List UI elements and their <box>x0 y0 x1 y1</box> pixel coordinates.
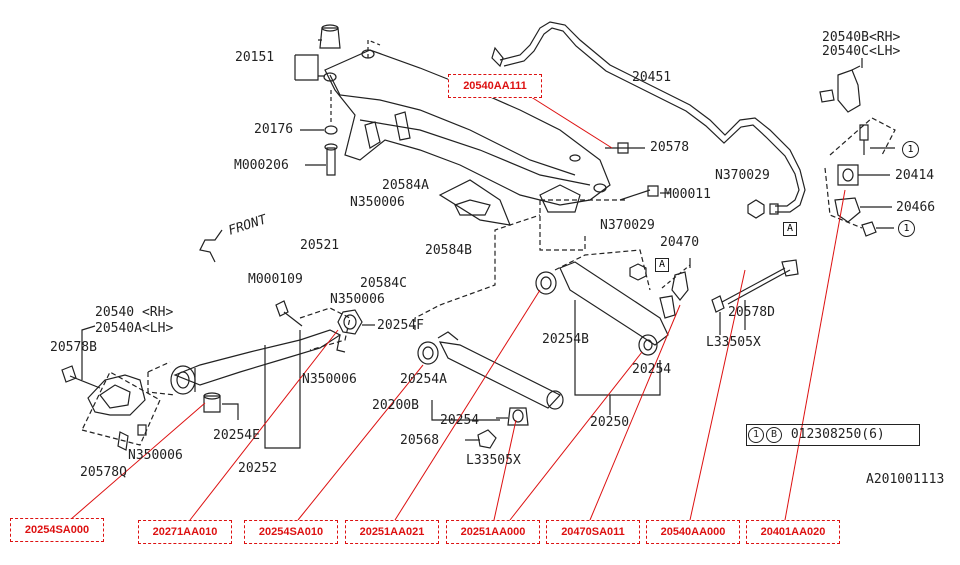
label-N350006-d: N350006 <box>128 448 183 463</box>
label-M000109: M000109 <box>248 272 303 287</box>
bracket-20540B <box>819 65 861 113</box>
label-M00011: M00011 <box>664 187 711 202</box>
label-M000206: M000206 <box>234 158 289 173</box>
legend-circle-icon: 1 <box>748 426 764 443</box>
part-number-20401AA020[interactable]: 20401AA020 <box>746 520 840 544</box>
marker-a-right: A <box>783 222 797 236</box>
label-20254-b: 20254 <box>632 362 672 377</box>
label-diagram-code: A201001113 <box>866 472 945 487</box>
label-20540B-rh: 20540B<RH> <box>822 30 901 45</box>
label-20470: 20470 <box>660 235 700 250</box>
label-L33505X-b: L33505X <box>706 335 761 350</box>
label-20254F: 20254F <box>377 318 424 333</box>
part-number-20251AA021[interactable]: 20251AA021 <box>345 520 439 544</box>
label-20540-rh: 20540 <RH> <box>95 305 174 320</box>
label-N350006-b: N350006 <box>330 292 385 307</box>
marker-circle-1-top: 1 <box>902 141 919 158</box>
lower-arm-20200B <box>417 331 564 410</box>
lower-arm-20250 <box>535 261 669 356</box>
label-20254B: 20254B <box>542 332 589 347</box>
label-20584B: 20584B <box>425 243 472 258</box>
legend-code: 012308250(6) <box>790 427 885 442</box>
label-20414: 20414 <box>895 168 935 183</box>
label-N370029-a: N370029 <box>715 168 770 183</box>
label-L33505X-a: L33505X <box>466 453 521 468</box>
label-20451: 20451 <box>632 70 672 85</box>
label-20578Q: 20578Q <box>80 465 127 480</box>
label-20151: 20151 <box>235 50 275 65</box>
label-N370029-b: N370029 <box>600 218 655 233</box>
part-number-20254SA000[interactable]: 20254SA000 <box>10 518 104 542</box>
label-20578B: 20578B <box>50 340 97 355</box>
marker-a-left: A <box>655 258 669 272</box>
callout-20540AA111[interactable]: 20540AA111 <box>448 74 542 98</box>
mount-bushing-20151 <box>319 24 341 49</box>
part-number-20271AA010[interactable]: 20271AA010 <box>138 520 232 544</box>
label-20584C: 20584C <box>360 276 407 291</box>
label-20252: 20252 <box>238 461 278 476</box>
label-20254E: 20254E <box>213 428 260 443</box>
label-20584A: 20584A <box>382 178 429 193</box>
legend-bolt-icon: B <box>766 426 782 443</box>
label-20200B: 20200B <box>372 398 419 413</box>
label-20466: 20466 <box>896 200 936 215</box>
label-20540A-lh: 20540A<LH> <box>95 321 174 336</box>
label-N350006-a: N350006 <box>350 195 405 210</box>
part-number-20254SA010[interactable]: 20254SA010 <box>244 520 338 544</box>
label-20254-a: 20254 <box>440 413 480 428</box>
part-number-20470SA011[interactable]: 20470SA011 <box>546 520 640 544</box>
label-20578D: 20578D <box>728 305 775 320</box>
label-N350006-c: N350006 <box>302 372 357 387</box>
marker-circle-1-bottom: 1 <box>898 220 915 237</box>
label-20176: 20176 <box>254 122 294 137</box>
stabilizer-bar-20451 <box>491 21 806 215</box>
label-20521: 20521 <box>300 238 340 253</box>
part-number-20251AA000[interactable]: 20251AA000 <box>446 520 540 544</box>
part-number-20540AA000[interactable]: 20540AA000 <box>646 520 740 544</box>
label-20540C-lh: 20540C<LH> <box>822 44 901 59</box>
label-20254A: 20254A <box>400 372 447 387</box>
label-20250: 20250 <box>590 415 630 430</box>
label-20578: 20578 <box>650 140 690 155</box>
label-20568: 20568 <box>400 433 440 448</box>
